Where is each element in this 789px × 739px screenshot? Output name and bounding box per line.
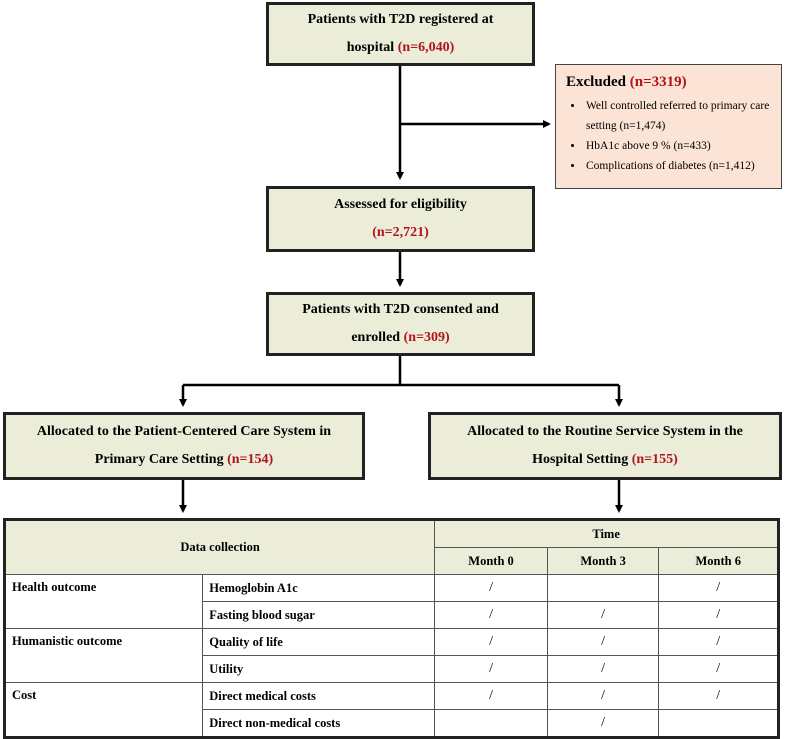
pcc-text: Allocated to the Patient-Centered Care S… <box>36 424 332 467</box>
eligibility-box: Assessed for eligibility (n=2,721) <box>266 186 535 252</box>
excluded-item: Well controlled referred to primary care… <box>584 96 773 136</box>
category-cell: Cost <box>3 682 204 738</box>
time-header: Time <box>434 519 779 548</box>
collection-mark-cell: / <box>658 682 779 710</box>
month-header: Month 6 <box>658 547 779 575</box>
collection-mark-cell: / <box>658 601 779 629</box>
enrolled-count: (n=309) <box>403 330 450 345</box>
collection-mark-cell: / <box>434 574 548 602</box>
routine-text: Allocated to the Routine Service System … <box>467 424 743 467</box>
pcc-count: (n=154) <box>227 452 274 467</box>
month-header: Month 0 <box>434 547 548 575</box>
category-cell: Humanistic outcome <box>3 628 204 683</box>
collection-mark-cell: / <box>434 601 548 629</box>
item-cell: Fasting blood sugar <box>202 601 436 629</box>
table-row: Utility/// <box>5 655 779 683</box>
excluded-box: Excluded (n=3319) Well controlled referr… <box>555 64 782 189</box>
collection-mark-cell: / <box>546 682 660 710</box>
category-cell: Health outcome <box>3 574 204 629</box>
collection-mark-cell: / <box>546 709 660 738</box>
item-cell: Direct non-medical costs <box>202 709 436 738</box>
collection-mark-cell: / <box>658 655 779 683</box>
collection-mark-cell: / <box>658 574 779 602</box>
month-header: Month 3 <box>546 547 660 575</box>
item-cell: Hemoglobin A1c <box>202 574 436 602</box>
excluded-title: Excluded <box>566 74 627 90</box>
collection-mark-cell <box>546 574 660 602</box>
registered-count: (n=6,040) <box>397 40 455 55</box>
data-collection-table: Data collection Time Month 0 Month 3 Mon… <box>3 518 780 739</box>
item-cell: Direct medical costs <box>202 682 436 710</box>
item-cell: Quality of life <box>202 628 436 656</box>
collection-mark-cell: / <box>434 628 548 656</box>
collection-mark-cell <box>658 709 779 738</box>
collection-mark-cell: / <box>546 628 660 656</box>
collection-mark-cell: / <box>546 655 660 683</box>
enrolled-text: Patients with T2D consented and enrolled <box>302 302 499 345</box>
registered-text: Patients with T2D registered at hospital <box>307 12 494 55</box>
excluded-item: HbA1c above 9 % (n=433) <box>584 136 773 156</box>
registered-box: Patients with T2D registered at hospital… <box>266 2 535 66</box>
enrolled-box: Patients with T2D consented and enrolled… <box>266 292 535 356</box>
collection-mark-cell: / <box>434 682 548 710</box>
excluded-list: Well controlled referred to primary care… <box>566 96 773 176</box>
data-collection-header: Data collection <box>3 519 436 575</box>
pcc-box: Allocated to the Patient-Centered Care S… <box>3 412 365 480</box>
excluded-count: (n=3319) <box>629 74 687 90</box>
table-row: Fasting blood sugar/// <box>5 601 779 629</box>
table-row: Direct non-medical costs / <box>5 709 779 738</box>
collection-mark-cell: / <box>434 655 548 683</box>
item-cell: Utility <box>202 655 436 683</box>
eligibility-text: Assessed for eligibility <box>334 197 467 212</box>
collection-mark-cell: / <box>658 628 779 656</box>
routine-count: (n=155) <box>631 452 678 467</box>
collection-mark-cell <box>434 709 548 738</box>
eligibility-count: (n=2,721) <box>372 225 429 240</box>
routine-box: Allocated to the Routine Service System … <box>428 412 782 480</box>
collection-mark-cell: / <box>546 601 660 629</box>
excluded-item: Complications of diabetes (n=1,412) <box>584 156 773 176</box>
